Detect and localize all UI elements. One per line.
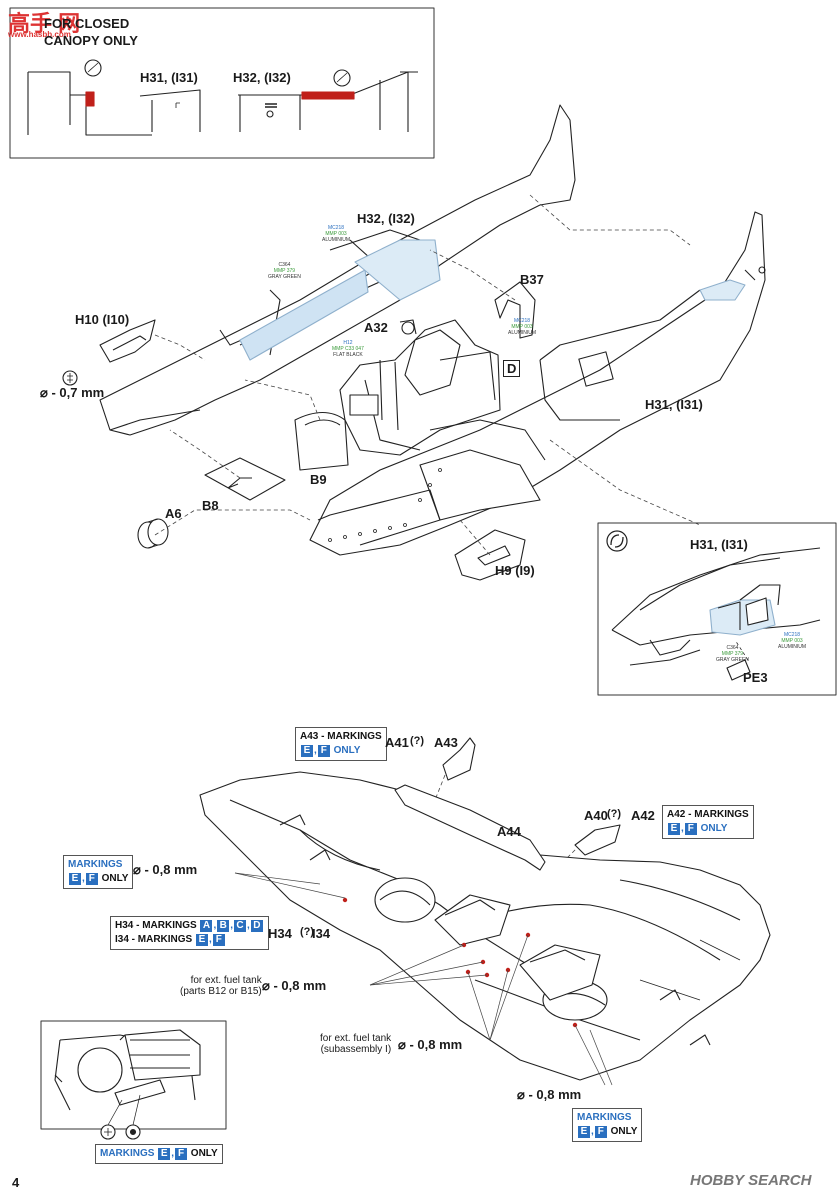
label-b8: B8 [202, 498, 219, 513]
fuel-tank-sub-note: for ext. fuel tank (subassembly I) [320, 1033, 392, 1055]
lower-wing [199, 771, 771, 1081]
part-a43 [442, 737, 476, 781]
label-h31-inset: H31, (I31) [140, 70, 198, 85]
page-number: 4 [12, 1175, 20, 1190]
inset-top-title-2: CANOPY ONLY [44, 33, 138, 48]
or-symbol-3: (?) [300, 926, 315, 938]
markings-box-a42: A42 - MARKINGS E,F ONLY [662, 805, 754, 839]
drill-note-2: ⌀ - 0,8 mm [262, 978, 327, 993]
label-h9: H9 (I9) [495, 563, 535, 578]
label-h10: H10 (I10) [75, 312, 130, 327]
inset-bottom-detail [40, 1020, 227, 1140]
cockpit-assembly [339, 319, 501, 456]
drill-note-3: ⌀ - 0,8 mm [398, 1037, 463, 1052]
cockpit-rear-blue [354, 239, 441, 301]
label-h31: H31, (I31) [645, 397, 703, 412]
part-b9 [294, 411, 349, 471]
markings-box-a43: A43 - MARKINGS E,F ONLY [295, 727, 387, 761]
drill-note-1: ⌀ - 0,8 mm [133, 862, 198, 877]
fuel-tank-parts-note: for ext. fuel tank (parts B12 or B15) [180, 975, 262, 997]
markings-box-ef-left: MARKINGS E,F ONLY [63, 855, 134, 889]
part-h10 [99, 319, 156, 363]
label-d: D [503, 360, 521, 377]
label-a32: A32 [364, 320, 388, 335]
watermark-logo: 高手 网 [8, 11, 81, 36]
red-strip-right [301, 91, 355, 100]
drill-note-fuselage: ⌀ - 0,7 mm [40, 385, 105, 400]
part-a6 [137, 518, 169, 549]
label-a42: A42 [631, 808, 655, 823]
part-a42 [574, 824, 621, 856]
markings-box-bottom-right: MARKINGS E,F ONLY [572, 1108, 643, 1142]
label-a44: A44 [497, 824, 521, 839]
label-h32-inset: H32, (I32) [233, 70, 291, 85]
drill-symbols [62, 370, 78, 386]
cockpit-floor-blue [239, 269, 369, 361]
fuselage-right-half [309, 211, 766, 556]
watermark-hobby-search: HOBBY SEARCH [690, 1172, 812, 1189]
label-a41: A41 [385, 735, 409, 750]
or-symbol-2: (?) [607, 808, 622, 820]
drill-note-4: ⌀ - 0,8 mm [517, 1087, 582, 1102]
label-a43: A43 [434, 735, 458, 750]
label-h31-detail: H31, (I31) [690, 537, 748, 552]
markings-box-bottom-inset: MARKINGS E,F ONLY [95, 1144, 223, 1164]
label-pe3: PE3 [743, 670, 768, 685]
label-a40: A40 [584, 808, 608, 823]
watermark-url: www.hasbb.com [8, 30, 71, 39]
label-h32: H32, (I32) [357, 211, 415, 226]
inset-top-title-1: FOR CLOSED [44, 16, 130, 31]
red-strip-left [85, 91, 95, 107]
part-b8 [204, 457, 286, 501]
inset-top-closed-canopy [9, 7, 435, 159]
label-b9: B9 [310, 472, 327, 487]
inset-right-detail [597, 522, 837, 696]
markings-box-h34-i34: H34 - MARKINGS A,B,C,D I34 - MARKINGS E,… [110, 916, 269, 950]
part-a44 [394, 784, 546, 871]
label-i34: I34 [312, 926, 331, 941]
label-b37: B37 [520, 272, 544, 287]
fuselage-left-half [99, 104, 576, 436]
label-a6: A6 [165, 506, 182, 521]
or-symbol-1: (?) [410, 735, 425, 747]
part-b37 [494, 281, 536, 339]
label-h34: H34 [268, 926, 292, 941]
